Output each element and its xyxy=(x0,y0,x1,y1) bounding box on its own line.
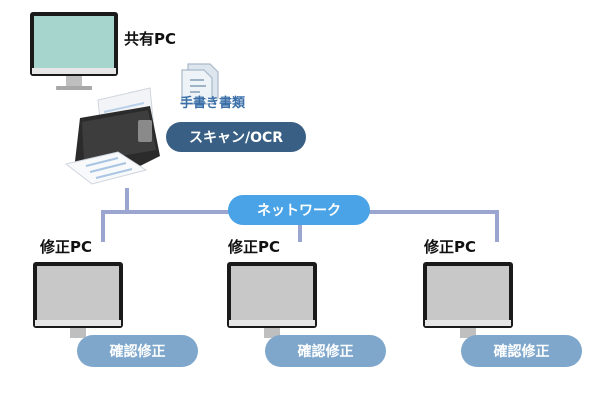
shared-pc-label: 共有PC xyxy=(124,30,177,48)
confirm-edit-badge-2: 確認修正 xyxy=(265,335,386,367)
edit-pc-monitor-2 xyxy=(227,262,317,338)
network-badge: ネットワーク xyxy=(228,195,370,225)
edit-pc-monitor-3 xyxy=(423,262,513,338)
edit-pc-label-3: 修正PC xyxy=(424,238,477,256)
scanner-icon xyxy=(64,87,160,185)
confirm-edit-badge-3: 確認修正 xyxy=(461,335,582,367)
scanner-ocr-badge: スキャン/OCR xyxy=(166,122,306,152)
edit-pc-label-1: 修正PC xyxy=(40,238,93,256)
document-label: 手書き書類 xyxy=(180,96,246,111)
shared-pc-monitor xyxy=(30,12,118,90)
document-icon xyxy=(181,63,219,105)
edit-pc-monitor-1 xyxy=(33,262,123,338)
edit-pc-label-2: 修正PC xyxy=(228,238,281,256)
confirm-edit-badge-1: 確認修正 xyxy=(77,335,198,367)
